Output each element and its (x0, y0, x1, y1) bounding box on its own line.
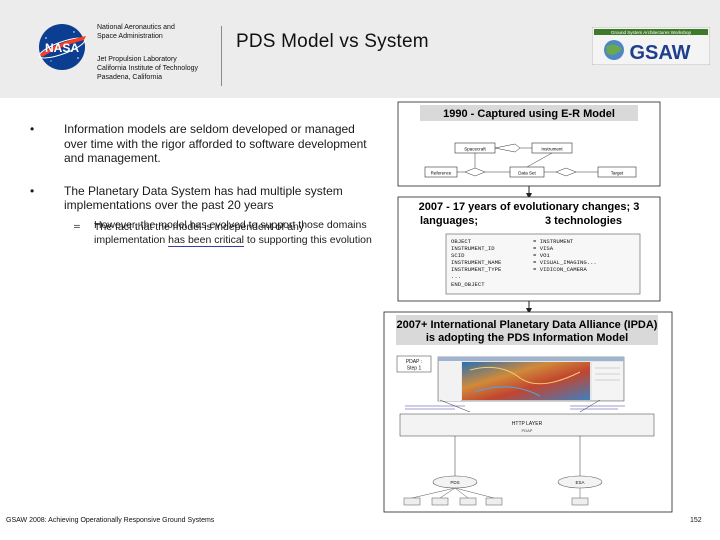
slide-title: PDS Model vs System (236, 31, 429, 52)
code-key: INSTRUMENT_NAME (451, 259, 502, 266)
pdap-label-line2: Step 1 (407, 366, 422, 372)
bullet-dot-icon: • (30, 183, 35, 198)
er-model-box: 1990 - Captured using E-R Model Spacecra… (397, 101, 661, 187)
org-line-1: National Aeronautics and (97, 24, 175, 31)
sub-bullet-item: – However, the model has evolved to supp… (30, 219, 375, 232)
lab-line-2: California Institute of Technology (97, 65, 199, 72)
lab-name: Jet Propulsion Laboratory California Ins… (97, 55, 198, 82)
code-key: INSTRUMENT_ID (451, 245, 495, 252)
lab-line-1: Jet Propulsion Laboratory (97, 56, 177, 63)
pds-node-label: PDS (450, 480, 459, 485)
bullet-item: • Information models are seldom develope… (30, 122, 375, 166)
organization-name: National Aeronautics and Space Administr… (97, 24, 175, 41)
pdap-step-label (396, 355, 432, 373)
code-key: ... (451, 273, 461, 280)
er-entity-instrument: Instrument (541, 147, 563, 152)
http-layer-bar (399, 413, 655, 437)
sub-bullet-text-end: to supporting this evolution (244, 233, 372, 246)
code-key: SCID (451, 252, 465, 259)
code-value: = VIDICON_CAMERA (533, 266, 587, 273)
slide-header: NASA National Aeronautics and Space Admi… (0, 0, 720, 98)
er-title-bar (420, 105, 638, 121)
slide-footer: GSAW 2008: Achieving Operationally Respo… (6, 517, 215, 524)
pds3-box-title-technologies: 3 technologies (545, 215, 622, 227)
sub-bullet-text: The fact that the model is independent o… (94, 221, 305, 246)
er-entity-target: Target (611, 171, 624, 176)
code-value: = INSTRUMENT (533, 238, 574, 245)
pds3-box-title-languages: languages; (420, 215, 478, 227)
bullet-item: • The Planetary Data System has had mult… (30, 184, 375, 213)
mars-portal-screenshot (437, 356, 625, 402)
pdap-label-line1: PDAP : (406, 359, 422, 365)
bullet-text: The Planetary Data System has had multip… (64, 183, 343, 213)
bullet-text: Information models are seldom developed … (64, 122, 367, 165)
gsaw-logo-subtitle: Ground System Architectures Workshop (611, 30, 691, 35)
code-value: = VISUAL_IMAGING... (533, 259, 597, 266)
storage-cylinders (403, 487, 589, 506)
dash-icon: – (74, 221, 80, 233)
pds3-box-title-line1: 2007 - 17 years of evolutionary changes;… (419, 201, 640, 213)
ipda-box: 2007+ International Planetary Data Allia… (383, 311, 673, 513)
http-layer-label: HTTP LAYER (512, 421, 543, 427)
bullet-list: • Information models are seldom develope… (30, 122, 375, 248)
lab-line-3: Pasadena, California (97, 74, 162, 81)
nasa-logo-icon: NASA (38, 24, 86, 70)
gsaw-logo-text: GSAW (629, 42, 690, 64)
esa-node-label: ESA (575, 480, 584, 485)
dash-icon: – (74, 218, 80, 231)
gsaw-logo-icon: Ground System Architectures Workshop GSA… (592, 27, 710, 65)
er-entity-reference: Reference (431, 171, 452, 176)
bullet-dot-icon: • (30, 122, 35, 136)
er-diagram: Spacecraft Instrument Reference Data Set… (424, 142, 637, 178)
code-value: = VO1 (533, 252, 550, 259)
page-number: 152 (690, 517, 702, 524)
code-key: OBJECT (451, 238, 472, 245)
pds3-box: 2007 - 17 years of evolutionary changes;… (397, 196, 661, 302)
sub-bullet-text: However, the model has evolved to suppor… (94, 218, 367, 231)
code-key: END_OBJECT (451, 281, 485, 288)
er-entity-data-set: Data Set (518, 171, 536, 176)
code-key: INSTRUMENT_TYPE (451, 266, 502, 273)
ipda-title-bar (396, 315, 658, 345)
pdap-small-label: PDAP (522, 428, 533, 433)
ipda-title-line2: is adopting the PDS Information Model (426, 332, 628, 344)
er-box-title: 1990 - Captured using E-R Model (443, 108, 615, 120)
odl-code-panel (445, 233, 641, 295)
header-divider (221, 26, 222, 86)
odl-code-lines: OBJECT = INSTRUMENT INSTRUMENT_ID = VISA… (451, 238, 597, 288)
underlined-phrase: has been critical (168, 233, 244, 247)
sub-bullet-item: – The fact that the model is independent… (30, 221, 375, 247)
nasa-logo-text: NASA (45, 41, 79, 55)
er-entity-spacecraft: Spacecraft (464, 147, 486, 152)
org-line-2: Space Administration (97, 32, 163, 40)
code-value: = VISA (533, 245, 554, 252)
ipda-title-line1: 2007+ International Planetary Data Allia… (397, 319, 658, 331)
